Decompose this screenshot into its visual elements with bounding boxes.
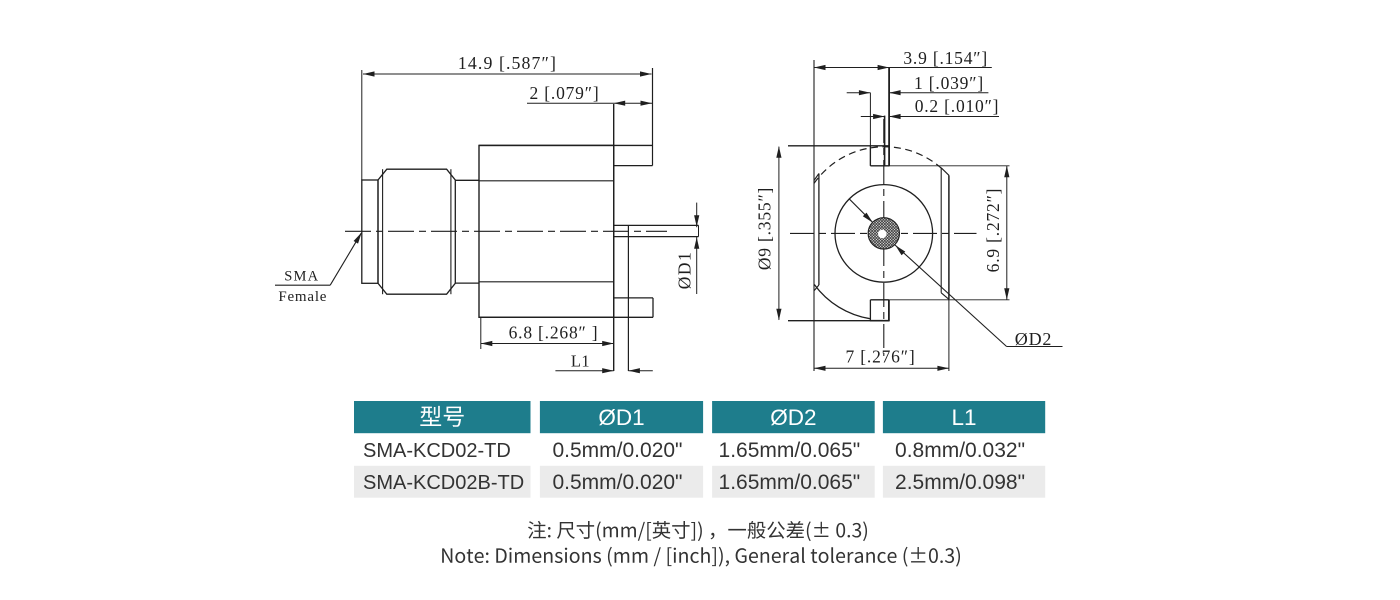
svg-text:7 [.276″]: 7 [.276″] <box>846 346 916 366</box>
svg-text:ØD1: ØD1 <box>598 405 644 430</box>
svg-text:Female: Female <box>278 289 327 305</box>
svg-text:6.9 [.272″]: 6.9 [.272″] <box>983 188 1003 273</box>
svg-text:L1: L1 <box>571 351 590 370</box>
svg-text:SMA: SMA <box>284 269 319 285</box>
svg-text:ØD1: ØD1 <box>675 251 695 290</box>
svg-text:2.5mm/0.098": 2.5mm/0.098" <box>895 471 1025 494</box>
svg-text:6.8 [.268″ ]: 6.8 [.268″ ] <box>509 323 599 343</box>
svg-text:Ø9 [.355″]: Ø9 [.355″] <box>755 187 775 270</box>
svg-text:L1: L1 <box>952 405 977 430</box>
svg-text:1.65mm/0.065": 1.65mm/0.065" <box>719 471 861 494</box>
svg-text:0.8mm/0.032": 0.8mm/0.032" <box>895 439 1025 462</box>
svg-text:0.5mm/0.020": 0.5mm/0.020" <box>552 471 682 494</box>
svg-text:SMA-KCD02B-TD: SMA-KCD02B-TD <box>363 472 524 494</box>
svg-text:1.65mm/0.065": 1.65mm/0.065" <box>719 439 861 462</box>
svg-text:14.9 [.587″]: 14.9 [.587″] <box>458 53 557 73</box>
svg-text:0.2 [.010″]: 0.2 [.010″] <box>915 96 1000 116</box>
svg-text:1 [.039″]: 1 [.039″] <box>914 73 984 93</box>
svg-text:ØD2: ØD2 <box>1015 329 1052 349</box>
svg-text:0.5mm/0.020": 0.5mm/0.020" <box>552 439 682 462</box>
svg-text:ØD2: ØD2 <box>770 405 816 430</box>
svg-text:2 [.079″]: 2 [.079″] <box>530 83 600 103</box>
svg-text:3.9 [.154″]: 3.9 [.154″] <box>903 48 988 68</box>
svg-text:SMA-KCD02-TD: SMA-KCD02-TD <box>363 440 511 462</box>
